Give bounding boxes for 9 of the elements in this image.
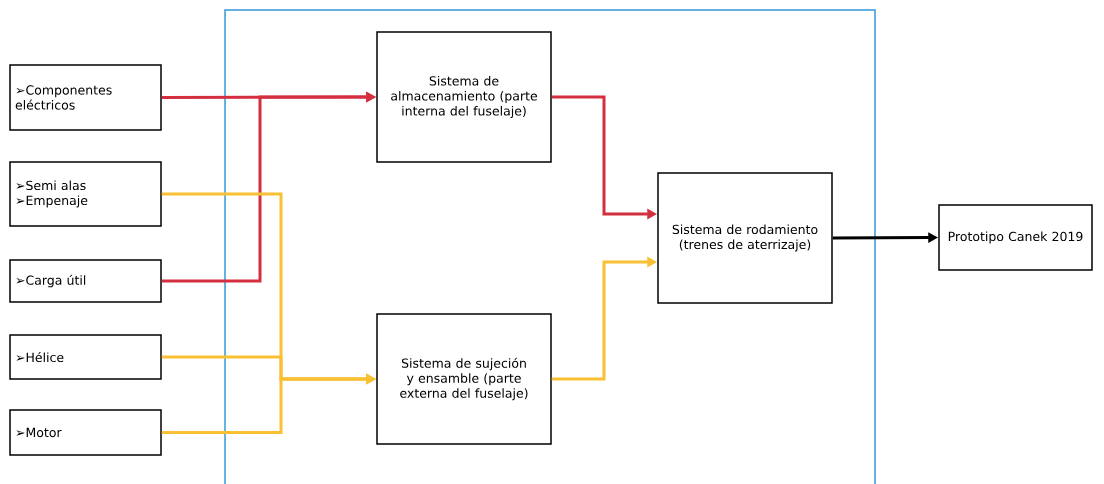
process-box: ➢Motor — [9, 409, 162, 456]
process-box: Sistema de rodamiento (trenes de aterrizaje) — [657, 172, 833, 304]
process-box: Prototipo Canek 2019 — [938, 204, 1093, 271]
process-box: Sistema de sujeción y ensamble (parte externa del fuselaje) — [376, 313, 552, 445]
process-box: ➢Hélice — [9, 334, 162, 380]
process-box: ➢Carga útil — [9, 259, 162, 303]
process-box: Sistema de almacenamiento (parte interna del fuselaje) — [376, 31, 552, 163]
process-box: ➢Componentes eléctricos — [9, 64, 162, 131]
process-box: ➢Semi alas ➢Empenaje — [9, 161, 162, 227]
